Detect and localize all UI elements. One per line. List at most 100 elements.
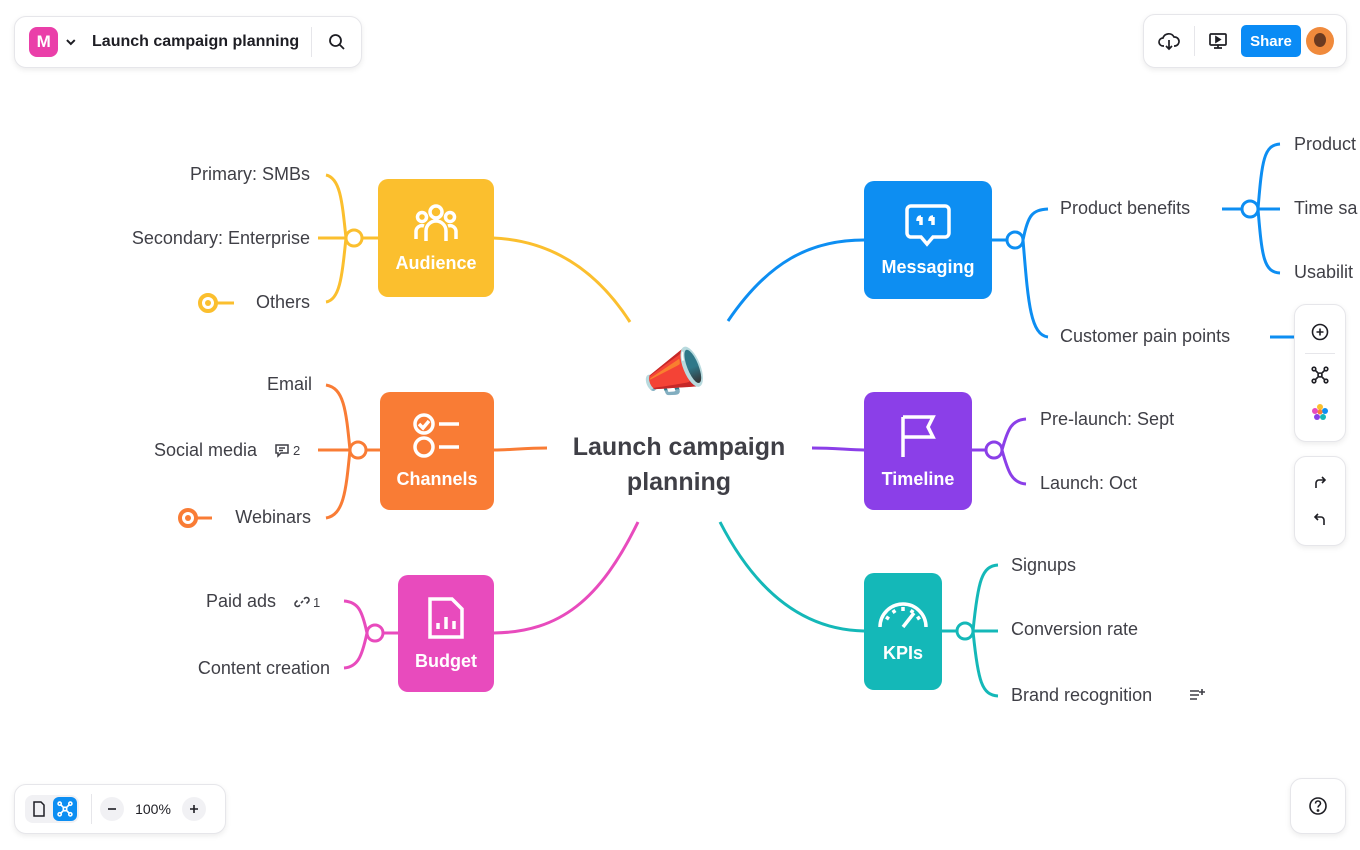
- messaging-label: Messaging: [881, 256, 975, 277]
- mind-map-view-button[interactable]: [53, 797, 77, 821]
- audience-item-3[interactable]: Others: [255, 292, 310, 312]
- share-toolbar: Share: [1143, 14, 1347, 68]
- present-button[interactable]: [1195, 21, 1241, 61]
- chart-file-icon: [428, 597, 464, 639]
- audience-junction[interactable]: [344, 228, 364, 248]
- audience-item-2[interactable]: Secondary: Enterprise: [131, 228, 310, 248]
- add-topic-button[interactable]: [1295, 314, 1345, 350]
- audience-connectors: [216, 173, 632, 323]
- view-zoom-toolbar: 100%: [14, 784, 226, 834]
- plus-circle-icon: [1311, 323, 1329, 341]
- undo-icon: [1313, 513, 1325, 525]
- kpis-item-3[interactable]: Brand recognition: [1011, 685, 1153, 705]
- color-button[interactable]: [1295, 394, 1345, 430]
- timeline-label: Timeline: [881, 468, 955, 489]
- kpis-label: KPIs: [882, 643, 924, 663]
- channels-item-2[interactable]: Social media: [153, 440, 257, 460]
- app-logo-icon[interactable]: M: [29, 27, 59, 57]
- document-toolbar: M Launch campaign planning: [14, 16, 362, 68]
- budget-node[interactable]: Budget: [398, 575, 494, 692]
- kpis-item-1[interactable]: Signups: [1011, 555, 1077, 575]
- central-topic[interactable]: Launch campaign planning: [545, 430, 813, 500]
- document-icon: [33, 801, 45, 817]
- zoom-out-button[interactable]: [100, 797, 124, 821]
- search-button[interactable]: [312, 22, 361, 62]
- channels-junction[interactable]: [348, 440, 368, 460]
- search-icon: [328, 34, 345, 50]
- mind-map-icon: [57, 801, 73, 817]
- presentation-icon: [1209, 33, 1227, 49]
- audience-item-1[interactable]: Primary: SMBs: [189, 164, 310, 184]
- palette-icon: [1312, 404, 1328, 420]
- kpis-node[interactable]: KPIs: [864, 573, 942, 690]
- cloud-download-icon: [1158, 33, 1180, 51]
- gauge-icon: [878, 602, 928, 629]
- budget-junction[interactable]: [365, 623, 385, 643]
- timeline-item-1[interactable]: Pre-launch: Sept: [1040, 409, 1175, 429]
- messaging-junction[interactable]: [1005, 230, 1025, 250]
- minus-icon: [108, 808, 116, 810]
- budget-item-1[interactable]: Paid ads: [205, 591, 276, 611]
- link-icon: [294, 596, 310, 608]
- help-button[interactable]: [1290, 778, 1346, 834]
- redo-button[interactable]: [1295, 465, 1345, 501]
- kpis-junction[interactable]: [955, 621, 975, 641]
- divider: [1194, 26, 1195, 56]
- notes-icon[interactable]: [1189, 688, 1205, 702]
- document-title[interactable]: Launch campaign planning: [92, 33, 300, 50]
- comment-count: 2: [293, 443, 301, 458]
- center-emoji: 📣: [642, 344, 707, 402]
- divider: [91, 794, 92, 824]
- budget-connectors: [343, 521, 640, 670]
- channels-connectors: [196, 383, 548, 520]
- link-count: 1: [313, 594, 321, 610]
- audience-node[interactable]: Audience: [378, 179, 494, 297]
- budget-item-2[interactable]: Content creation: [197, 658, 330, 678]
- channels-item-1[interactable]: Email: [266, 374, 312, 394]
- history-toolbar: [1294, 456, 1346, 546]
- zoom-level[interactable]: 100%: [135, 801, 171, 817]
- export-button[interactable]: [1144, 21, 1194, 61]
- layout-button[interactable]: [1295, 357, 1345, 393]
- product-benefits-junction[interactable]: [1240, 199, 1260, 219]
- messaging-subitem-1[interactable]: Product: [1294, 134, 1357, 154]
- checklist-icon: [413, 412, 459, 458]
- plus-icon: [190, 805, 198, 813]
- messaging-subitem-2[interactable]: Time sa: [1294, 198, 1358, 218]
- messaging-subitem-3[interactable]: Usabilit: [1294, 262, 1354, 282]
- channels-item-3[interactable]: Webinars: [235, 507, 311, 527]
- document-view-button[interactable]: [27, 797, 51, 821]
- share-button[interactable]: Share: [1241, 25, 1301, 57]
- timeline-junction[interactable]: [984, 440, 1004, 460]
- chevron-down-icon[interactable]: [64, 35, 78, 49]
- central-topic-line2: planning: [626, 468, 732, 496]
- timeline-item-2[interactable]: Launch: Oct: [1040, 473, 1138, 493]
- kpis-item-2[interactable]: Conversion rate: [1011, 619, 1139, 639]
- redo-icon: [1315, 476, 1327, 488]
- view-toggle: [25, 795, 79, 823]
- kpis-connectors: [718, 521, 999, 698]
- side-toolbar: [1294, 304, 1346, 442]
- messaging-node[interactable]: Messaging: [864, 181, 992, 299]
- messaging-connectors: [726, 142, 1294, 339]
- people-icon: [414, 203, 458, 241]
- budget-label: Budget: [415, 651, 477, 671]
- channels-node[interactable]: Channels: [380, 392, 494, 510]
- central-topic-line1: Launch campaign: [572, 433, 786, 461]
- comment-icon: [275, 444, 289, 458]
- messaging-item-2[interactable]: Customer pain points: [1060, 326, 1231, 346]
- timeline-connectors: [811, 417, 1027, 486]
- link-badge[interactable]: 1: [294, 594, 320, 610]
- avatar[interactable]: [1306, 27, 1334, 55]
- messaging-item-1[interactable]: Product benefits: [1060, 198, 1191, 218]
- zoom-in-button[interactable]: [182, 797, 206, 821]
- timeline-node[interactable]: Timeline: [864, 392, 972, 510]
- mind-map-icon: [1311, 366, 1329, 384]
- undo-button[interactable]: [1295, 502, 1345, 538]
- flag-icon: [901, 414, 936, 457]
- divider: [1305, 353, 1335, 354]
- help-icon: [1309, 797, 1327, 815]
- audience-label: Audience: [395, 252, 477, 273]
- comment-badge[interactable]: 2: [274, 443, 300, 458]
